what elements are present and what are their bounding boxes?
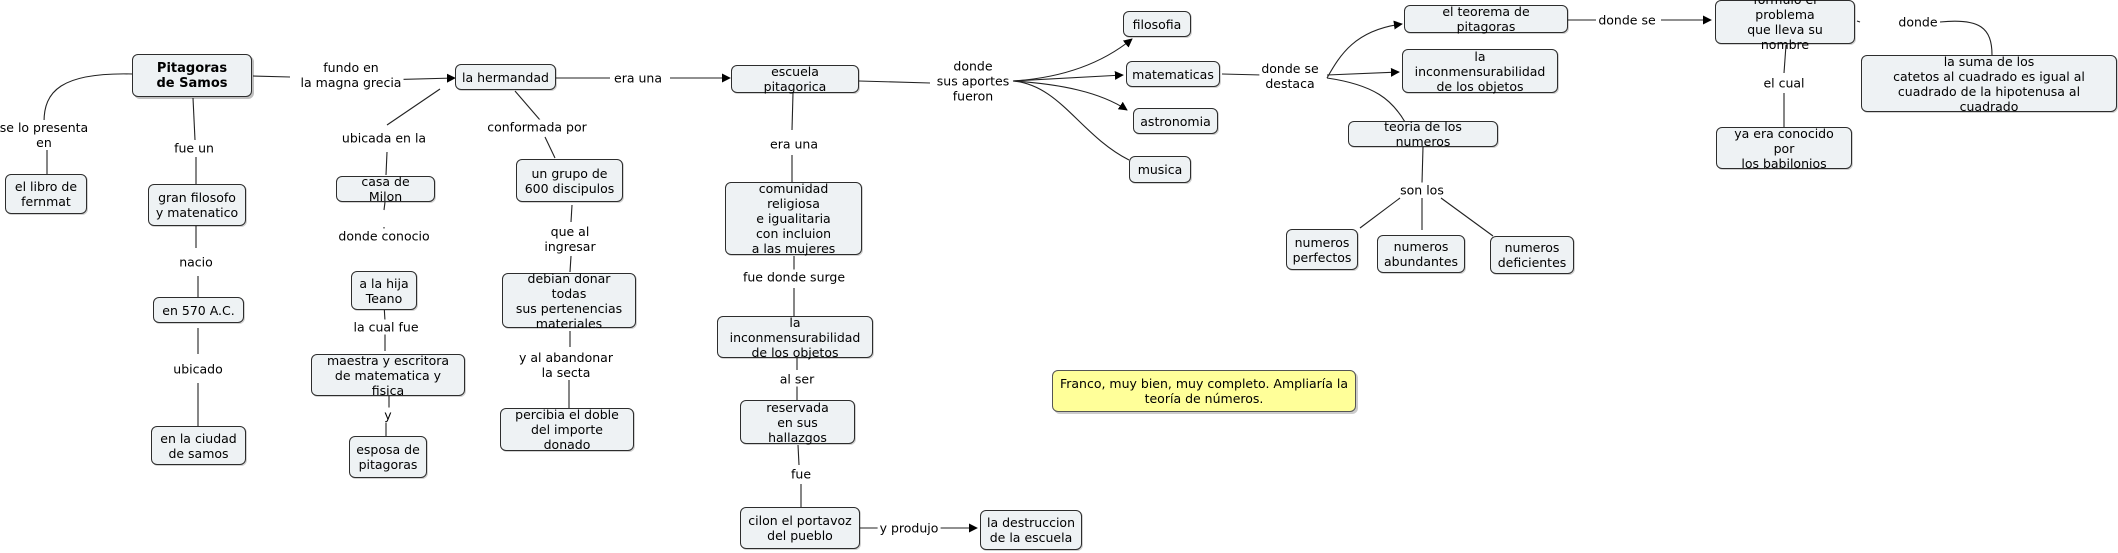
link-label-ubicado: ubicado [171, 361, 225, 377]
link-label-se-lo-presenta: se lo presenta en [0, 120, 91, 150]
concept-numeros-abundantes[interactable]: numeros abundantes [1377, 235, 1465, 273]
link-label-donde-se-destaca: donde se destaca [1259, 61, 1321, 91]
link-line [544, 136, 556, 159]
link-line [791, 92, 794, 131]
link-label-y: y [382, 407, 394, 423]
concept-escuela-pitagorica[interactable]: escuela pitagorica [731, 64, 859, 94]
concept-teorema-de-pitagoras[interactable]: el teorema de pitagoras [1404, 4, 1568, 34]
link-label-era-una-1: era una [612, 70, 664, 86]
concept-suma-de-catetos[interactable]: la suma de los catetos al cuadrado es ig… [1861, 54, 2117, 114]
concept-grupo-600-discipulos[interactable]: un grupo de 600 discipulos [516, 159, 623, 202]
link-line [1421, 146, 1424, 184]
concept-numeros-deficientes[interactable]: numeros deficientes [1490, 236, 1574, 274]
link-label-y-al-abandonar: y al abandonar la secta [517, 350, 615, 380]
link-label-ubicada-en-la: ubicada en la [339, 130, 429, 146]
concept-musica[interactable]: musica [1129, 156, 1191, 183]
link-line [514, 90, 541, 121]
link-label-fue: fue [788, 466, 814, 482]
concept-donar-pertenencias[interactable]: debian donar todas sus pertenencias mate… [502, 271, 636, 331]
link-line [386, 88, 441, 126]
link-line [570, 204, 573, 223]
concept-ciudad-de-samos[interactable]: en la ciudad de samos [151, 426, 246, 465]
link-line [1939, 20, 1993, 56]
link-label-que-al-ingresar: que al ingresar [542, 224, 598, 254]
concept-comunidad-religiosa[interactable]: comunidad religiosa e igualitaria con in… [725, 181, 862, 256]
link-line [1856, 20, 1861, 23]
link-line [252, 75, 291, 78]
link-line [858, 80, 931, 84]
concept-esposa-de-pitagoras[interactable]: esposa de pitagoras [349, 436, 427, 478]
concept-conocido-babilonios[interactable]: ya era conocido por los babilonios [1716, 126, 1852, 171]
link-label-conformada-por: conformada por [485, 119, 589, 135]
concept-reservada[interactable]: reservada en sus hallazgos [740, 400, 855, 445]
concept-la-hermandad[interactable]: la hermandad [455, 64, 556, 90]
link-label-nacio: nacio [177, 254, 215, 270]
link-label-fue-un: fue un [172, 140, 216, 156]
link-line [1440, 197, 1494, 237]
link-line [1012, 38, 1133, 82]
concept-casa-de-milon[interactable]: casa de Milon [336, 174, 435, 204]
link-label-y-produjo: y produjo [877, 520, 941, 536]
concept-inconmensurabilidad-1[interactable]: la inconmensurabilidad de los objetos [717, 315, 873, 360]
concept-inconmensurabilidad-2[interactable]: la inconmensurabilidad de los objetos [1402, 49, 1558, 94]
link-label-donde-sus-aportes: donde sus aportes fueron [934, 58, 1012, 104]
link-label-al-ser: al ser [777, 371, 817, 387]
link-line [383, 201, 386, 211]
link-line [1012, 80, 1130, 161]
link-label-la-cual-fue: la cual fue [351, 319, 421, 335]
link-label-era-una-2: era una [768, 136, 820, 152]
concept-cilon-el-portavoz[interactable]: cilon el portavoz del pueblo [740, 507, 860, 549]
concept-formulo-el-problema[interactable]: formulo el problema que lleva su nombre [1715, 0, 1855, 52]
concept-pitagoras-de-samos[interactable]: Pitagoras de Samos [132, 54, 252, 97]
link-label-el-cual: el cual [1761, 75, 1807, 91]
concept-percibia-el-doble[interactable]: percibia el doble del importe donado [500, 407, 634, 452]
link-line [1326, 20, 1403, 79]
concept-gran-filosofo[interactable]: gran filosofo y matenatico [148, 184, 246, 226]
concept-destruccion-escuela[interactable]: la destruccion de la escuela [980, 510, 1082, 550]
link-line [1359, 197, 1401, 229]
link-line [1012, 80, 1128, 111]
link-line [192, 97, 196, 141]
link-line [1783, 44, 1787, 74]
link-label-donde-se: donde se [1596, 12, 1658, 28]
concept-filosofia[interactable]: filosofia [1123, 11, 1191, 37]
link-line [1012, 70, 1124, 82]
concept-teoria-de-los-numeros[interactable]: teoria de los numeros [1348, 119, 1498, 149]
concept-570-ac[interactable]: en 570 A.C. [153, 297, 244, 323]
concept-matematicas[interactable]: matematicas [1126, 61, 1220, 87]
concept-libro-de-fernmat[interactable]: el libro de fernmat [5, 174, 87, 214]
link-label-donde-conocio: donde conocio [336, 228, 432, 244]
concept-astronomia[interactable]: astronomia [1133, 108, 1218, 134]
link-label-son-los: son los [1398, 182, 1446, 198]
concept-maestra-y-escritora[interactable]: maestra y escritora de matematica y fisi… [311, 353, 465, 398]
link-line [1326, 67, 1400, 77]
link-label-fue-donde-surge: fue donde surge [740, 269, 848, 285]
concept-numeros-perfectos[interactable]: numeros perfectos [1286, 229, 1358, 270]
link-line [1326, 77, 1406, 123]
link-label-fundo-en: fundo en la magna grecia [298, 60, 404, 90]
link-label-donde: donde [1896, 14, 1940, 30]
link-line [569, 255, 572, 273]
reviewer-comment-note[interactable]: Franco, muy bien, muy completo. Ampliarí… [1052, 370, 1356, 412]
link-line [385, 151, 388, 176]
link-line [1221, 73, 1263, 76]
link-line [797, 444, 800, 466]
link-line [43, 73, 134, 123]
concept-hija-teano[interactable]: a la hija Teano [351, 271, 417, 310]
